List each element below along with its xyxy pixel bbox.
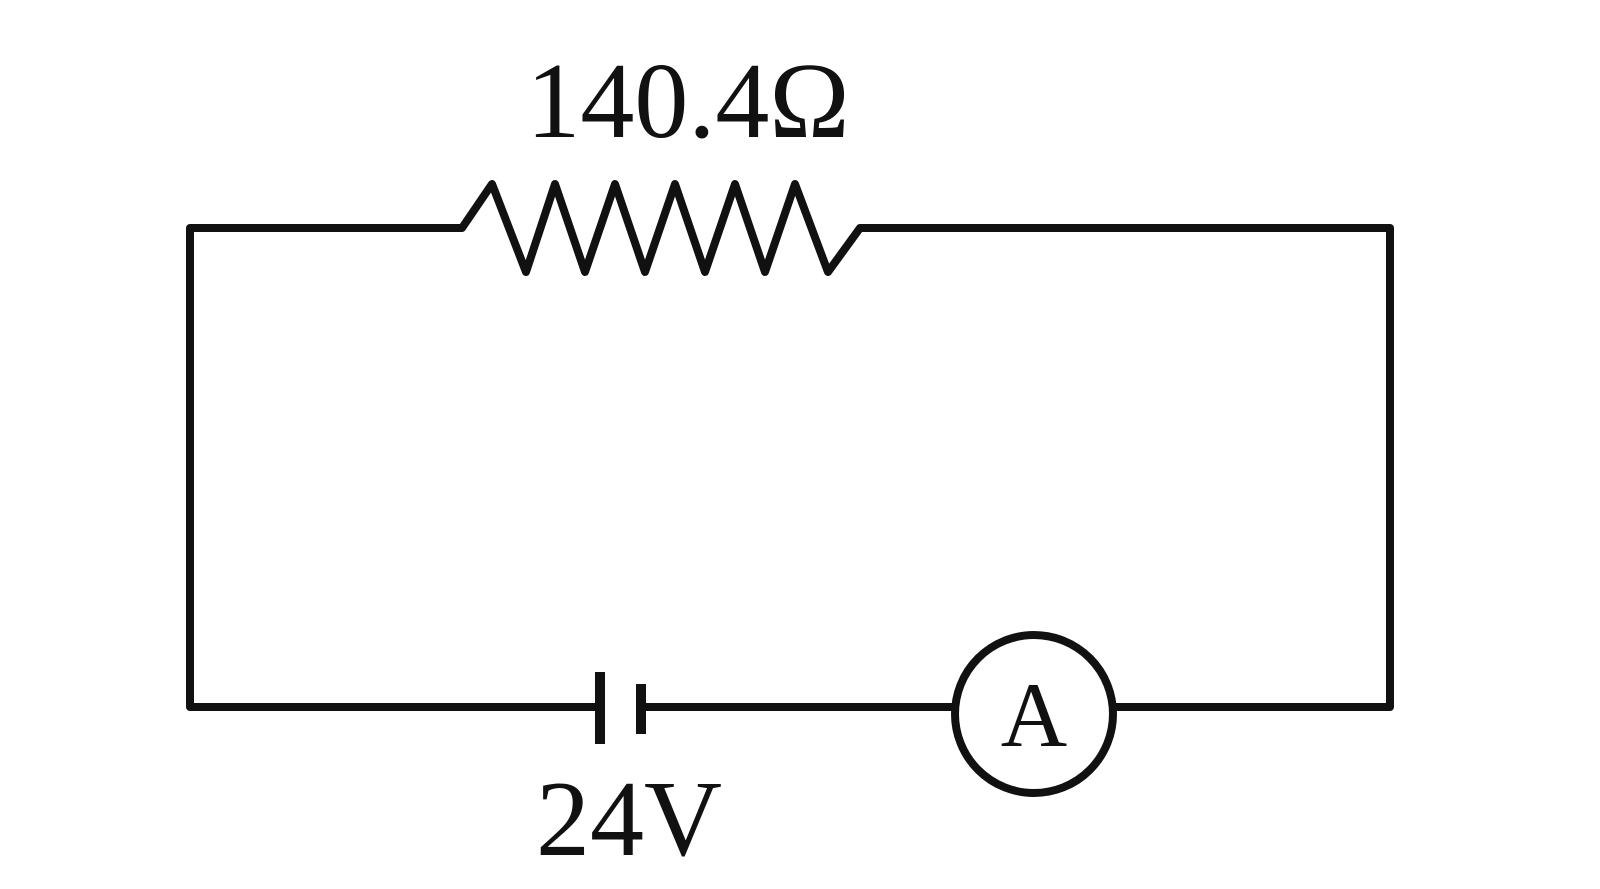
resistor-label: 140.4Ω <box>526 42 849 161</box>
ammeter-circle <box>951 631 1117 797</box>
resistor-symbol <box>432 180 886 276</box>
ammeter-symbol: A <box>1001 664 1067 766</box>
wire-top-left <box>186 224 602 711</box>
battery-label: 24V <box>536 760 722 879</box>
wire-top-right <box>878 224 1394 711</box>
